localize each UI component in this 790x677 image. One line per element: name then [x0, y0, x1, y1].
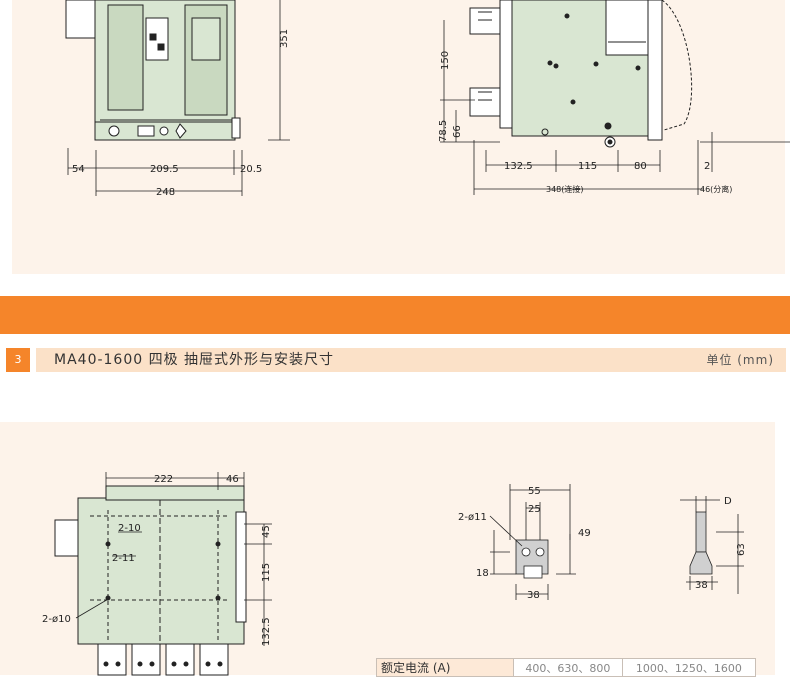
- dim-20-5: 20.5: [240, 164, 262, 175]
- table-cell-1000-1600: 1000、1250、1600: [621, 658, 757, 677]
- dim-D: D: [724, 496, 732, 507]
- dim-150: 150: [440, 51, 451, 70]
- dim-25: 25: [528, 504, 541, 515]
- table-header-rated-current: 额定电流 (A): [376, 658, 514, 677]
- terminal-profile-drawing: [680, 496, 744, 594]
- front-view-breaker-drawing: [65, 0, 241, 141]
- dim-115-bottom: 115: [261, 563, 272, 582]
- dim-38-terminal: 38: [695, 580, 708, 591]
- dim-115: 115: [578, 161, 597, 172]
- busbar-detail-drawing: [489, 484, 576, 600]
- front-view-4pole-drawing: [54, 485, 247, 676]
- dim-18: 18: [476, 568, 489, 579]
- dim-38-bar: 38: [527, 590, 540, 601]
- rated-current-table: 额定电流 (A) 400、630、800 1000、1250、1600: [376, 658, 757, 677]
- section-number: 3: [6, 348, 30, 372]
- dim-45: 45: [261, 525, 272, 538]
- orange-divider-band: [0, 296, 790, 334]
- dim-132-5-bottom: 132.5: [261, 617, 272, 646]
- table-row: 额定电流 (A) 400、630、800 1000、1250、1600: [376, 658, 757, 677]
- dim-209-5: 209.5: [150, 164, 179, 175]
- dim-66: 66: [452, 125, 463, 138]
- section-header: 3 MA40-1600 四极 抽屉式外形与安装尺寸 单位 (mm): [0, 348, 786, 372]
- dim-2-10: 2-10: [118, 523, 141, 534]
- dim-351: 351: [279, 29, 290, 48]
- dim-46: 46(分离): [700, 184, 732, 194]
- dim-2: 2: [704, 161, 710, 172]
- section-unit: 单位 (mm): [706, 353, 774, 367]
- left-dimension-lines: [67, 0, 290, 196]
- right-dimension-lines: [440, 20, 790, 195]
- dim-2-phi11: 2-ø11: [458, 512, 487, 523]
- section-title: MA40-1600 四极 抽屉式外形与安装尺寸: [54, 352, 335, 368]
- dim-49: 49: [578, 528, 591, 539]
- dim-2-11: 2-11: [112, 553, 135, 564]
- dim-54: 54: [72, 164, 85, 175]
- dim-46-bottom: 46: [226, 474, 239, 485]
- section-title-bar: MA40-1600 四极 抽屉式外形与安装尺寸 单位 (mm): [36, 348, 786, 372]
- table-cell-400-800: 400、630、800: [513, 658, 623, 677]
- dim-78-5: 78.5: [438, 120, 449, 142]
- dim-132-5: 132.5: [504, 161, 533, 172]
- dim-248: 248: [156, 187, 175, 198]
- dim-63: 63: [736, 543, 747, 556]
- dim-55: 55: [528, 486, 541, 497]
- dim-2-phi10: 2-ø10: [42, 614, 71, 625]
- dim-222: 222: [154, 474, 173, 485]
- front-dimension-lines: [75, 472, 272, 646]
- dim-80: 80: [634, 161, 647, 172]
- dim-348: 348(连接): [546, 184, 584, 194]
- side-view-breaker-drawing: [469, 0, 693, 148]
